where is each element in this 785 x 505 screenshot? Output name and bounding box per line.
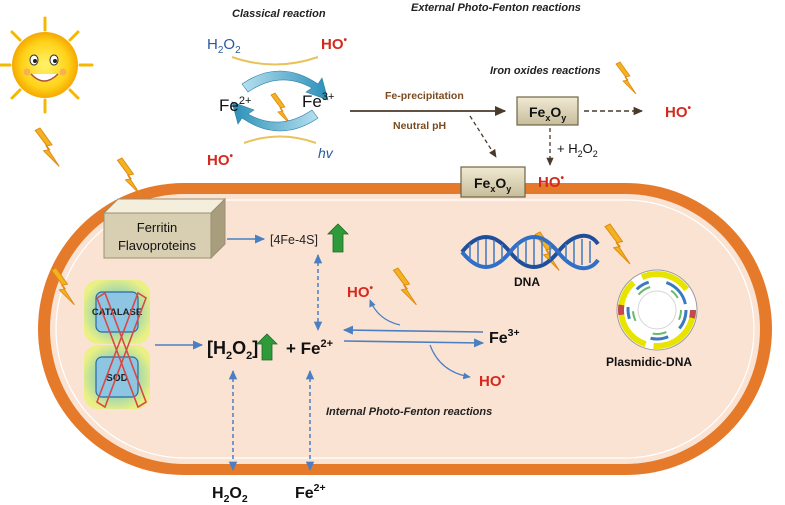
svg-text:Ferritin: Ferritin — [137, 220, 177, 235]
lightning-icon — [116, 157, 141, 196]
precipitation-dashed-arrow — [469, 115, 497, 158]
fe3-to-fe2-arrow — [342, 325, 484, 335]
up-arrow-icon — [256, 333, 278, 361]
svg-text:FexOy: FexOy — [474, 175, 511, 194]
plasmidic-dna-label: Plasmidic-DNA — [606, 355, 692, 369]
fes-cluster-label: [4Fe-4S] — [270, 233, 318, 247]
ho-radical-right: HO• — [665, 103, 692, 121]
dna-label: DNA — [514, 275, 540, 289]
cycle-arrow-bottom — [231, 101, 319, 132]
to-ho-lower-arrow — [429, 344, 471, 380]
up-arrow-icon — [327, 223, 349, 253]
ho-radical-box: HO• — [538, 173, 565, 191]
plasmid-icon — [616, 269, 698, 351]
dna-helix-icon — [460, 233, 600, 271]
lightning-icon — [34, 127, 60, 167]
cell-inner-line — [55, 199, 755, 459]
external-photo-fenton-header: External Photo-Fenton reactions — [411, 2, 581, 14]
to-ho-upper-arrow — [369, 299, 401, 326]
ho-radical-lower: HO• — [479, 372, 506, 390]
iron-oxides-header: Iron oxides reactions — [490, 65, 601, 77]
ho-radical-upper: HO• — [347, 283, 374, 301]
ho-radical-top: HO• — [321, 35, 348, 53]
svg-text:SOD: SOD — [106, 373, 128, 384]
internal-photo-fenton-header: Internal Photo-Fenton reactions — [326, 406, 492, 418]
fe-precipitation-label: Fe-precipitation — [385, 90, 464, 102]
lightning-icon — [270, 92, 292, 126]
fe2-to-fe3-arrow — [343, 338, 485, 348]
svg-text:Flavoproteins: Flavoproteins — [118, 238, 197, 253]
classical-fenton-cycle: H2O2 HO• Fe2+ Fe3+ HO• hv — [207, 35, 348, 169]
neutral-ph-label: Neutral pH — [393, 120, 446, 132]
plus-h2o2-label: + H2O2 — [557, 141, 598, 159]
fe3-intracellular-label: Fe3+ — [489, 327, 520, 347]
sun-icon — [0, 16, 94, 114]
fe3-cycle-label: Fe3+ — [302, 91, 334, 111]
h2o2-label: H2O2 — [207, 36, 241, 56]
inhibition-cross-icon — [96, 291, 147, 409]
ferritin-flavoproteins-box: Ferritin Flavoproteins — [102, 197, 227, 260]
svg-text:FexOy: FexOy — [529, 104, 566, 123]
cycle-arrow-top — [241, 70, 329, 101]
classical-reaction-header: Classical reaction — [232, 8, 326, 20]
ho-radical-bottom: HO• — [207, 151, 234, 169]
plus-fe2-label: + Fe2+ — [286, 338, 333, 358]
iron-oxide-box-top: FexOy — [516, 96, 579, 126]
hv-label: hv — [318, 145, 334, 161]
h2o2-extracellular-label: H2O2 — [212, 485, 248, 505]
fe2-extracellular-label: Fe2+ — [295, 482, 326, 502]
h2o2-intracellular-label: [H2O2] — [207, 338, 258, 362]
svg-text:CATALASE: CATALASE — [92, 307, 142, 318]
fe2-cycle-label: Fe2+ — [219, 95, 251, 115]
iron-oxide-box-bottom: FexOy — [460, 166, 526, 198]
lightning-icon — [615, 61, 637, 95]
